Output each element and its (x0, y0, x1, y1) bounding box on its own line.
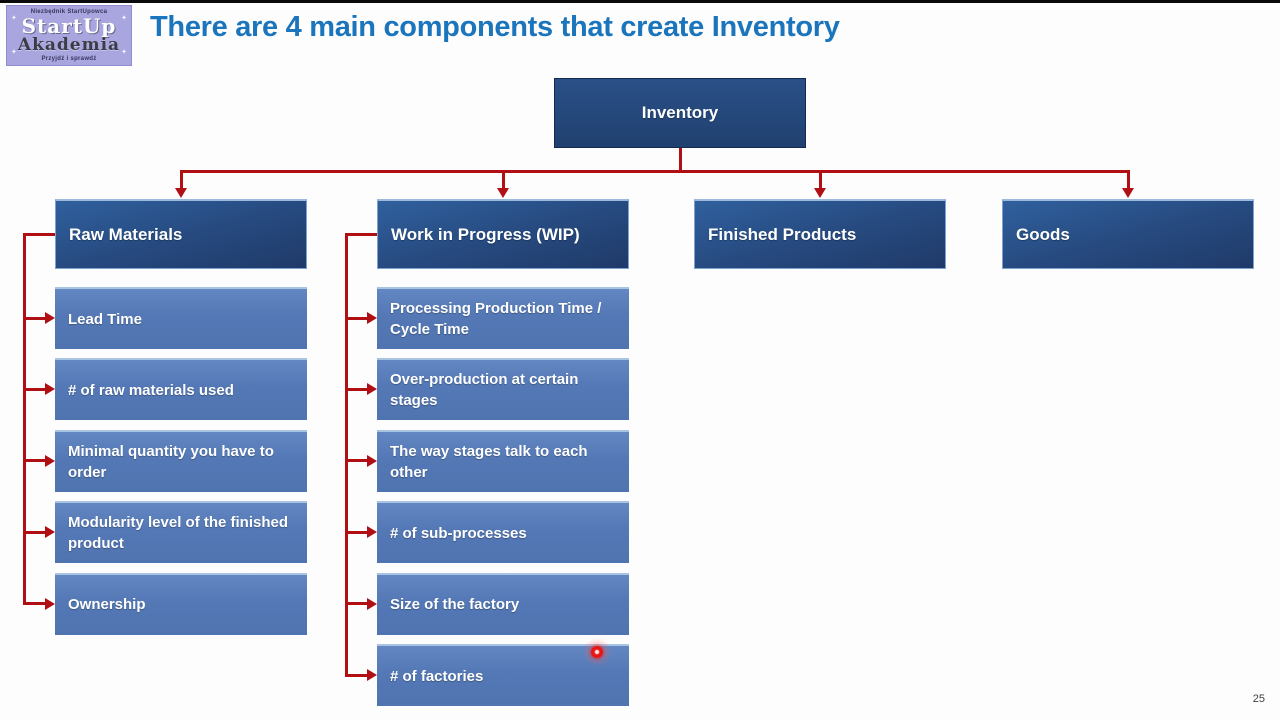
column-header: Work in Progress (WIP) (377, 199, 629, 269)
sparkle-icon: ✦ (121, 49, 127, 56)
item-node: # of sub-processes (377, 501, 629, 564)
sparkle-icon: ✦ (11, 49, 17, 56)
connector-root-drop (678, 148, 682, 173)
laser-pointer-core (591, 646, 603, 658)
item-node: Size of the factory (377, 572, 629, 635)
connector-hbar (179, 170, 1130, 173)
connector-branch-drop (501, 170, 505, 188)
item-node-label: Processing Production Time / Cycle Time (390, 300, 602, 338)
root-node-inventory: Inventory (554, 78, 806, 148)
item-node: Processing Production Time / Cycle Time (377, 287, 629, 349)
connector-header-link (344, 232, 377, 236)
connector-spine (22, 232, 26, 606)
column-header: Finished Products (694, 199, 946, 269)
connector-item-link (344, 387, 367, 391)
item-node: # of raw materials used (55, 358, 307, 421)
item-node: Over-production at certain stages (377, 358, 629, 421)
page-number: 25 (1252, 693, 1265, 705)
startup-akademia-logo: ✦ ✦ ✦ ✦ Niezbędnik StartUpowca StartUp A… (6, 5, 132, 66)
logo-title-akademia: Akademia (17, 34, 121, 55)
connector-branch-drop (818, 170, 822, 188)
logo-tagline-bottom: Przyjdź i sprawdź (41, 55, 97, 62)
slide-title: There are 4 main components that create … (150, 11, 840, 43)
item-node-label: Over-production at certain stages (390, 371, 579, 410)
item-node: Lead Time (55, 287, 307, 349)
logo-title-startup: StartUp (21, 14, 117, 39)
connector-item-link (22, 602, 45, 606)
column-header-label: Goods (1016, 224, 1070, 244)
connector-item-link (344, 316, 367, 320)
arrowhead-right-icon (45, 383, 55, 396)
arrowhead-right-icon (45, 312, 55, 324)
arrowhead-down-icon (497, 188, 509, 198)
connector-item-link (344, 673, 367, 677)
connector-item-link (22, 316, 45, 320)
arrowhead-right-icon (367, 383, 377, 396)
item-node-label: Ownership (68, 596, 146, 614)
arrowhead-right-icon (367, 597, 377, 610)
connector-header-link (22, 232, 55, 236)
arrowhead-right-icon (367, 526, 377, 539)
arrowhead-down-icon (814, 188, 826, 198)
arrowhead-down-icon (175, 188, 187, 198)
connector-item-link (344, 602, 367, 606)
item-node-label: # of sub-processes (390, 524, 527, 542)
arrowhead-right-icon (367, 669, 377, 681)
item-node: The way stages talk to each other (377, 429, 629, 492)
sparkle-icon: ✦ (121, 15, 127, 22)
column-header: Raw Materials (55, 199, 307, 269)
item-node-label: # of factories (390, 667, 484, 685)
arrowhead-down-icon (1122, 188, 1134, 198)
item-node-label: # of raw materials used (68, 381, 234, 399)
connector-item-link (22, 530, 45, 534)
logo-tagline-top: Niezbędnik StartUpowca (30, 8, 108, 15)
item-node-label: The way stages talk to each other (390, 442, 588, 481)
arrowhead-right-icon (367, 454, 377, 467)
item-node: Ownership (55, 572, 307, 635)
arrowhead-right-icon (45, 597, 55, 610)
item-node: Modularity level of the finished product (55, 501, 307, 564)
connector-branch-drop (179, 170, 183, 188)
item-node: Minimal quantity you have to order (55, 429, 307, 492)
item-node-label: Lead Time (68, 310, 142, 328)
connector-item-link (344, 530, 367, 534)
laser-pointer-dot (583, 638, 611, 666)
column-header: Goods (1002, 199, 1254, 269)
connector-spine (344, 232, 348, 677)
connector-item-link (22, 387, 45, 391)
connector-branch-drop (1126, 170, 1130, 188)
column-header-label: Finished Products (708, 224, 857, 244)
item-node-label: Modularity level of the finished product (68, 514, 289, 553)
connector-item-link (22, 459, 45, 463)
root-node-label: Inventory (641, 103, 719, 122)
letterbox-top (0, 0, 1280, 3)
sparkle-icon: ✦ (11, 15, 17, 22)
arrowhead-right-icon (45, 526, 55, 539)
arrowhead-right-icon (367, 312, 377, 324)
arrowhead-right-icon (45, 454, 55, 467)
column-header-label: Raw Materials (69, 224, 183, 244)
item-node-label: Size of the factory (390, 596, 520, 614)
column-header-label: Work in Progress (WIP) (391, 224, 580, 244)
connector-item-link (344, 459, 367, 463)
item-node-label: Minimal quantity you have to order (68, 442, 274, 481)
